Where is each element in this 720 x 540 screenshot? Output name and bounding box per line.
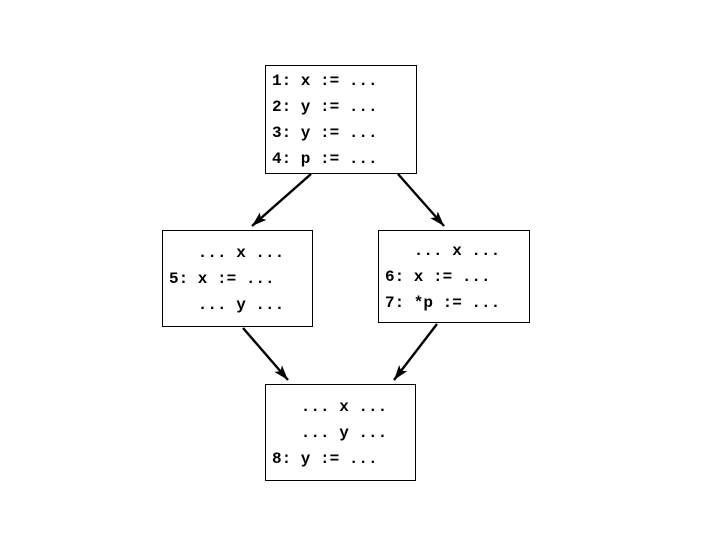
code-line: 2: y := ... — [272, 97, 378, 116]
cfg-node-block-1-4: 1: x := ... 2: y := ... 3: y := ... 4: p… — [265, 65, 417, 174]
code-line: 8: y := ... — [272, 449, 378, 468]
code-line: ... x ... — [385, 241, 501, 260]
code-line: ... y ... — [169, 295, 285, 314]
code-line: ... x ... — [169, 243, 285, 262]
code-line: ... y ... — [272, 423, 388, 442]
cfg-node-block-8: ... x ... ... y ... 8: y := ... — [265, 384, 416, 481]
code-line: 3: y := ... — [272, 123, 378, 142]
code-line: 5: x := ... — [169, 269, 275, 288]
edge-right-to-exit — [393, 323, 438, 381]
code-line: 6: x := ... — [385, 267, 491, 286]
edge-left-to-exit — [242, 327, 289, 381]
code-line: 4: p := ... — [272, 149, 378, 168]
edge-entry-to-right — [397, 173, 445, 227]
code-line: ... x ... — [272, 397, 388, 416]
code-line: 7: *p := ... — [385, 293, 501, 312]
edge-entry-to-left — [251, 173, 312, 227]
code-line: 1: x := ... — [272, 71, 378, 90]
cfg-node-block-6-7: ... x ... 6: x := ... 7: *p := ... — [378, 230, 530, 323]
cfg-node-block-5: ... x ... 5: x := ... ... y ... — [162, 230, 313, 327]
